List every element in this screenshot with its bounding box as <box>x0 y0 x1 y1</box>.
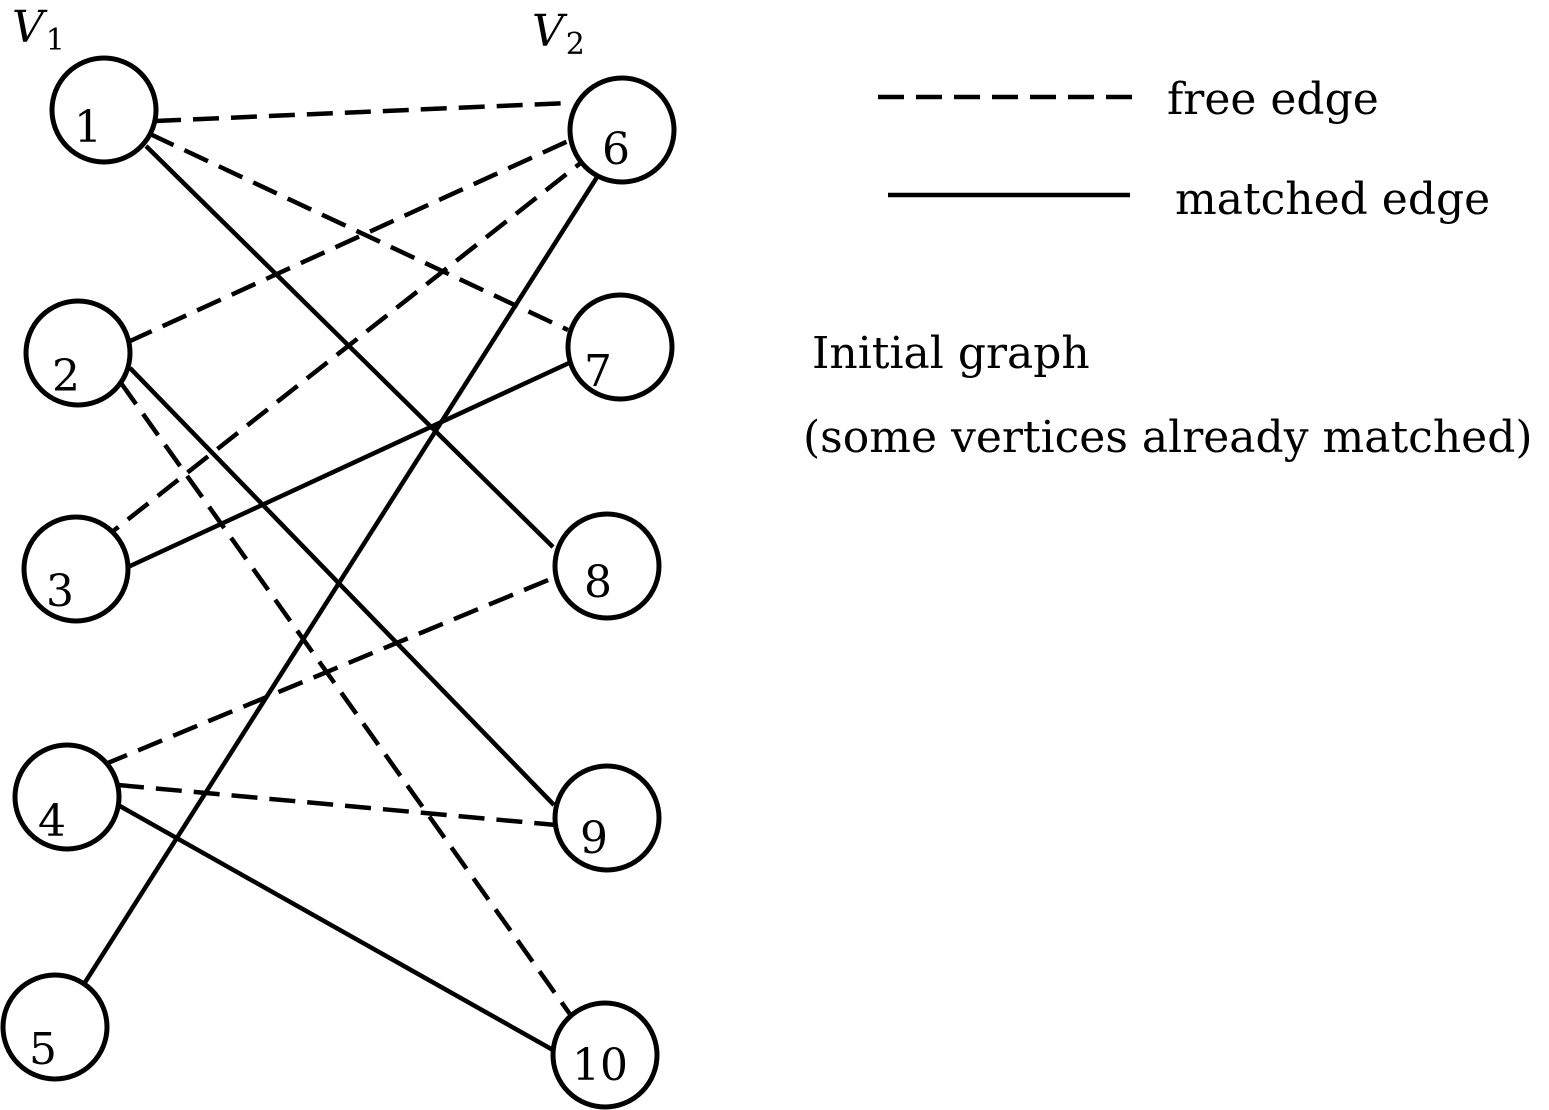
node-label-4: 4 <box>38 796 66 847</box>
node-circle-8 <box>552 511 662 621</box>
node-1: 1 <box>49 55 159 165</box>
edge-free-2-10 <box>119 381 574 1019</box>
node-label-6: 6 <box>602 124 630 175</box>
node-6: 6 <box>567 75 677 185</box>
edge-free-3-6 <box>96 152 594 545</box>
legend-free-edge-label: free edge <box>1167 74 1379 125</box>
node-label-3: 3 <box>46 566 74 617</box>
node-circle-2 <box>23 298 133 408</box>
partition-label-v2: V2 <box>532 6 585 62</box>
node-circle-3 <box>21 514 131 624</box>
node-8: 8 <box>552 511 662 621</box>
edge-free-1-6 <box>154 100 569 124</box>
node-7: 7 <box>565 292 675 402</box>
node-circle-1 <box>49 55 159 165</box>
node-4: 4 <box>12 742 122 852</box>
edge-free-4-9 <box>117 782 557 828</box>
node-9: 9 <box>552 763 662 873</box>
svg-text:V1: V1 <box>12 2 65 58</box>
caption: Initial graph (some vertices already mat… <box>803 328 1533 463</box>
node-circle-5 <box>0 972 110 1082</box>
node-3: 3 <box>21 514 131 624</box>
edge-free-4-8 <box>102 575 554 768</box>
node-circle-7 <box>565 292 675 402</box>
edge-free-2-6 <box>127 129 589 345</box>
node-5: 5 <box>0 972 110 1082</box>
node-circle-4 <box>12 742 122 852</box>
edge-matched-4-10 <box>116 803 555 1052</box>
legend-matched-edge-label: matched edge <box>1175 174 1490 225</box>
caption-line-1: Initial graph <box>812 328 1090 379</box>
node-circle-10 <box>550 1000 660 1110</box>
node-label-9: 9 <box>580 813 608 864</box>
nodes-layer: 1 2 3 4 5 6 7 8 9 10 <box>0 55 677 1110</box>
legend: free edge matched edge <box>878 74 1490 225</box>
svg-text:V2: V2 <box>532 6 585 62</box>
edge-free-1-7 <box>149 131 569 333</box>
caption-line-2: (some vertices already matched) <box>803 412 1533 463</box>
node-label-7: 7 <box>584 346 612 397</box>
edges-layer <box>82 100 601 1052</box>
edge-matched-3-7 <box>127 360 570 570</box>
node-circle-9 <box>552 763 662 873</box>
node-label-2: 2 <box>52 351 80 402</box>
node-label-1: 1 <box>74 102 102 153</box>
edge-matched-5-6 <box>82 172 601 986</box>
node-2: 2 <box>23 298 133 408</box>
node-label-8: 8 <box>584 557 612 608</box>
partition-label-v1: V1 <box>12 2 65 58</box>
node-label-10: 10 <box>572 1040 628 1091</box>
edge-matched-2-9 <box>128 366 556 807</box>
node-circle-6 <box>567 75 677 185</box>
node-10: 10 <box>550 1000 660 1110</box>
node-label-5: 5 <box>29 1024 57 1075</box>
